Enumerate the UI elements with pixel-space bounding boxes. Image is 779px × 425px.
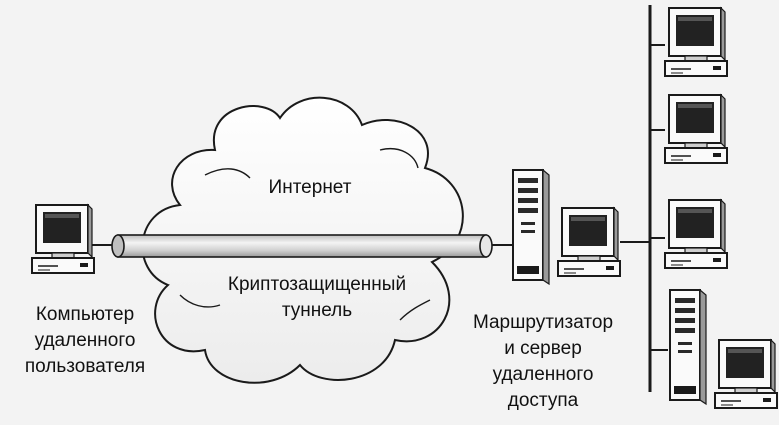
tunnel-label: Криптозащищенный туннель	[192, 272, 442, 324]
router-label-line-4: доступа	[507, 390, 579, 411]
remote-computer-icon	[31, 204, 95, 274]
router-label-line-3: удаленного	[492, 364, 594, 385]
remote-label-line-1: Компьютер	[35, 304, 135, 325]
internet-label: Интернет	[268, 177, 352, 198]
remote-computer-label: Компьютер удаленного пользователя	[0, 302, 170, 380]
remote-label-line-2: удаленного	[34, 330, 136, 351]
lan-workstation-2-icon	[664, 94, 728, 164]
router-label-line-1: Маршрутизатор	[472, 312, 614, 333]
router-tower-icon	[512, 169, 550, 285]
remote-label-line-3: пользователя	[24, 356, 146, 377]
lan-workstation-1-icon	[664, 7, 728, 77]
router-server-label: Маршрутизатор и сервер удаленного доступ…	[462, 310, 624, 414]
lan-server-desktop-icon	[714, 339, 778, 409]
lan-server-tower-icon	[669, 289, 707, 405]
router-label-line-2: и сервер	[504, 338, 582, 359]
encrypted-tunnel	[111, 234, 493, 258]
tunnel-label-line-2: туннель	[281, 300, 353, 321]
lan-workstation-3-icon	[664, 199, 728, 269]
access-server-desktop-icon	[557, 207, 621, 277]
tunnel-label-line-1: Криптозащищенный	[227, 274, 407, 295]
